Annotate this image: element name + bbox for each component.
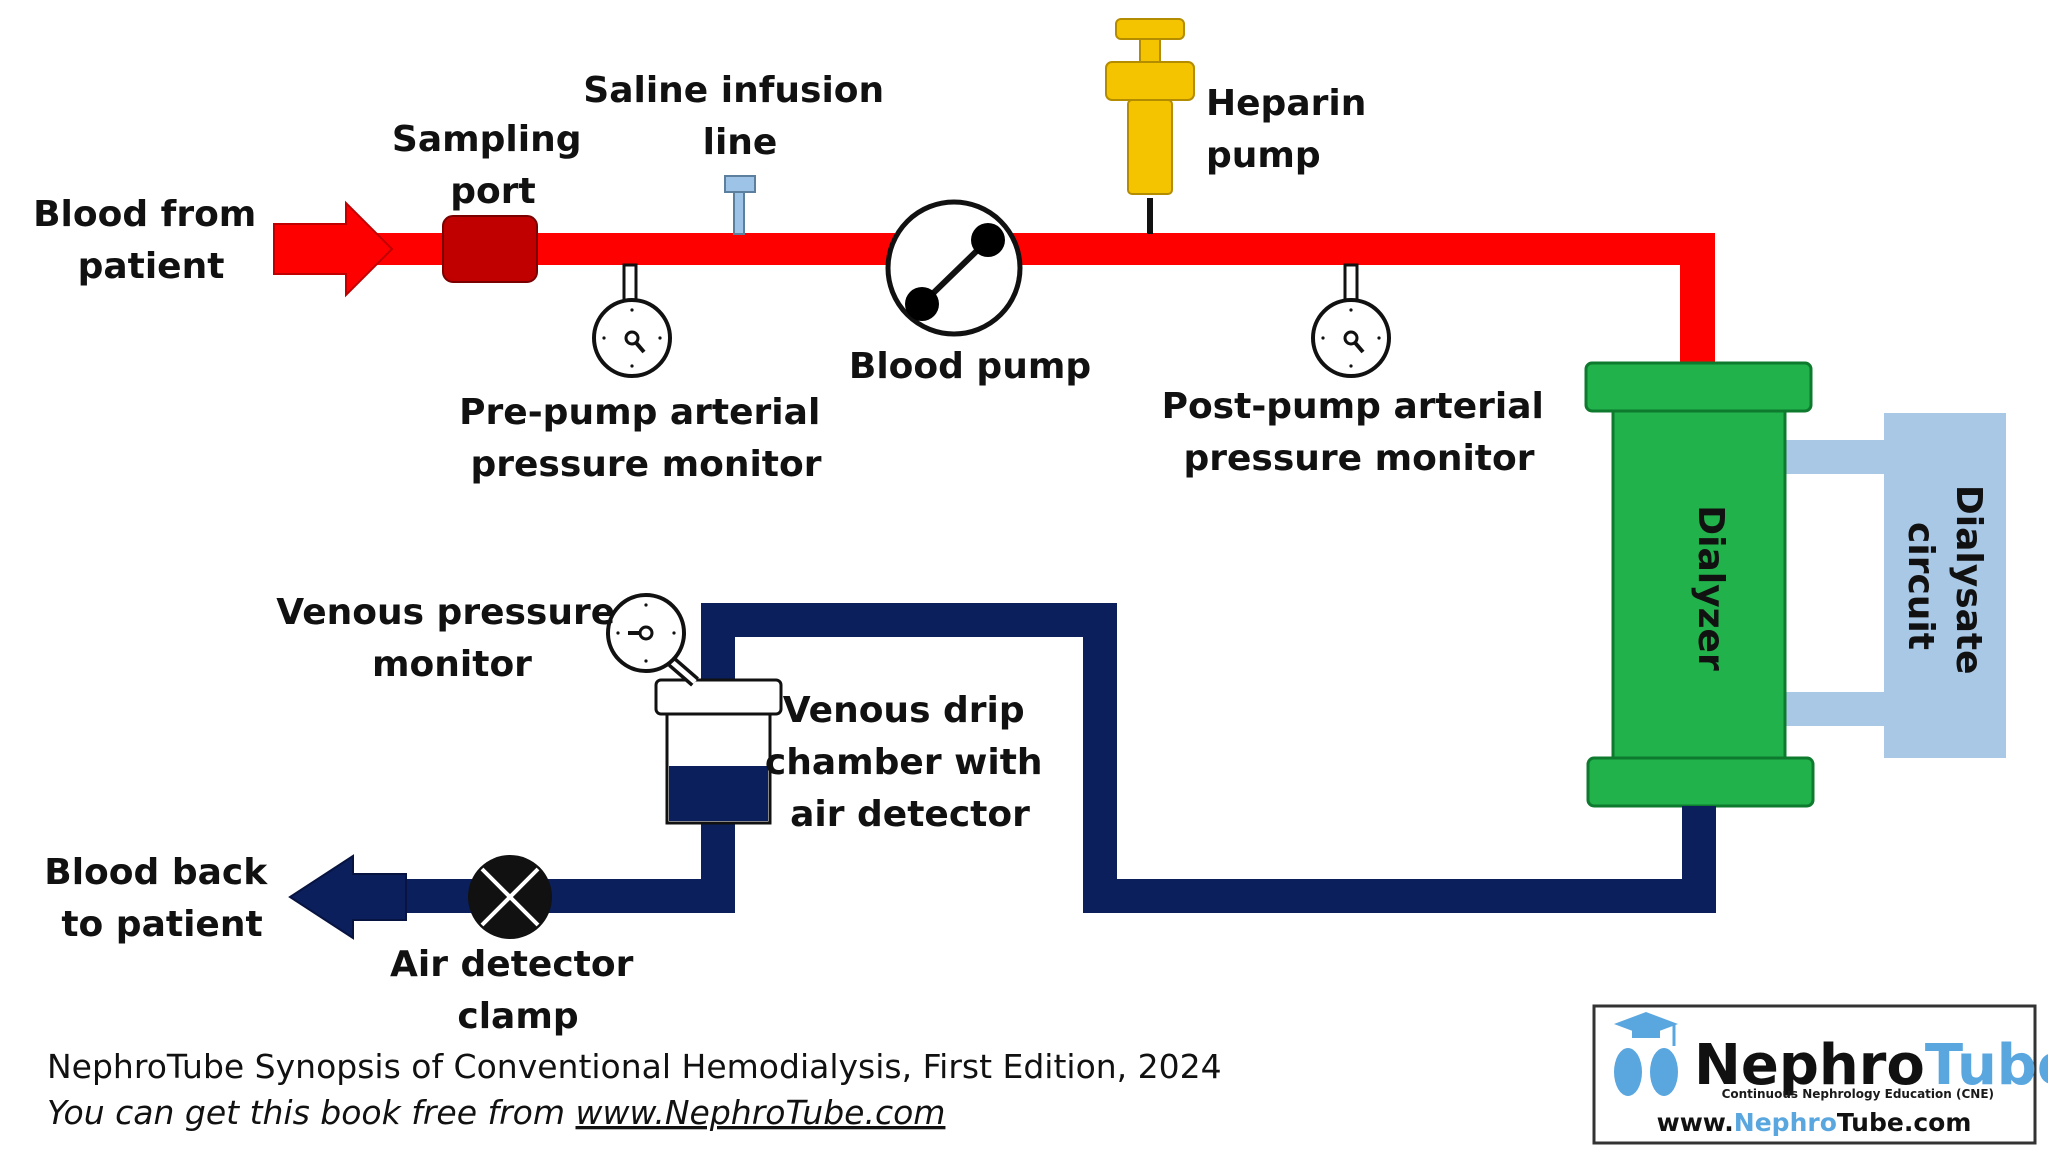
venous-drip-chamber-icon (654, 678, 783, 825)
saline-infusion-line-label: Saline infusion line (583, 70, 896, 163)
nephrotube-link[interactable]: www.NephroTube.com (576, 1093, 946, 1132)
sampling-port (442, 215, 538, 283)
dialysate-circuit (1782, 413, 2006, 758)
logo-tagline: Continuous Nephrology Education (CNE) (1722, 1087, 1994, 1101)
heparin-pump-label: Heparin pump (1206, 83, 1379, 176)
book-caption-line-2: You can get this book free from www.Neph… (47, 1093, 945, 1132)
nephrotube-logo: NephroTube Continuous Nephrology Educati… (1592, 1004, 2048, 1145)
blood-from-patient-arrow (273, 200, 394, 298)
kidney-graduation-cap-icon (1614, 1012, 1678, 1096)
pre-pump-pressure-gauge-icon (592, 263, 672, 378)
venous-pressure-gauge-icon (606, 593, 699, 687)
pre-pump-monitor-label: Pre-pump arterial pressure monitor (459, 392, 833, 485)
post-pump-pressure-gauge-icon (1311, 263, 1391, 378)
logo-wordmark: NephroTube (1694, 1033, 2048, 1098)
dialyzer (1584, 361, 1815, 808)
blood-from-patient-label: Blood from patient (33, 194, 269, 287)
blood-back-to-patient-label: Blood back to patient (44, 852, 279, 945)
saline-infusion-connector (724, 175, 756, 235)
dialysate-circuit-label: Dialysate circuit (1900, 485, 1989, 687)
post-pump-monitor-label: Post-pump arterial pressure monitor (1162, 386, 1557, 479)
blood-pump-label: Blood pump (849, 346, 1091, 387)
venous-blood-line (405, 603, 1716, 913)
venous-pressure-monitor-label: Venous pressure monitor (276, 592, 627, 685)
dialyzer-label: Dialyzer (1690, 505, 1731, 671)
book-caption-line-1: NephroTube Synopsis of Conventional Hemo… (47, 1047, 1222, 1086)
blood-pump-icon (885, 199, 1023, 337)
air-detector-clamp-icon (468, 855, 552, 939)
heparin-syringe-icon (1105, 18, 1195, 234)
air-detector-clamp-label: Air detector clamp (390, 944, 646, 1037)
arterial-blood-line (360, 233, 1715, 373)
venous-drip-chamber-label: Venous drip chamber with air detector (765, 690, 1055, 835)
sampling-port-label: Sampling port (392, 119, 594, 212)
logo-url: www.NephroTube.com (1657, 1108, 1972, 1137)
blood-back-to-patient-arrow (288, 854, 407, 940)
